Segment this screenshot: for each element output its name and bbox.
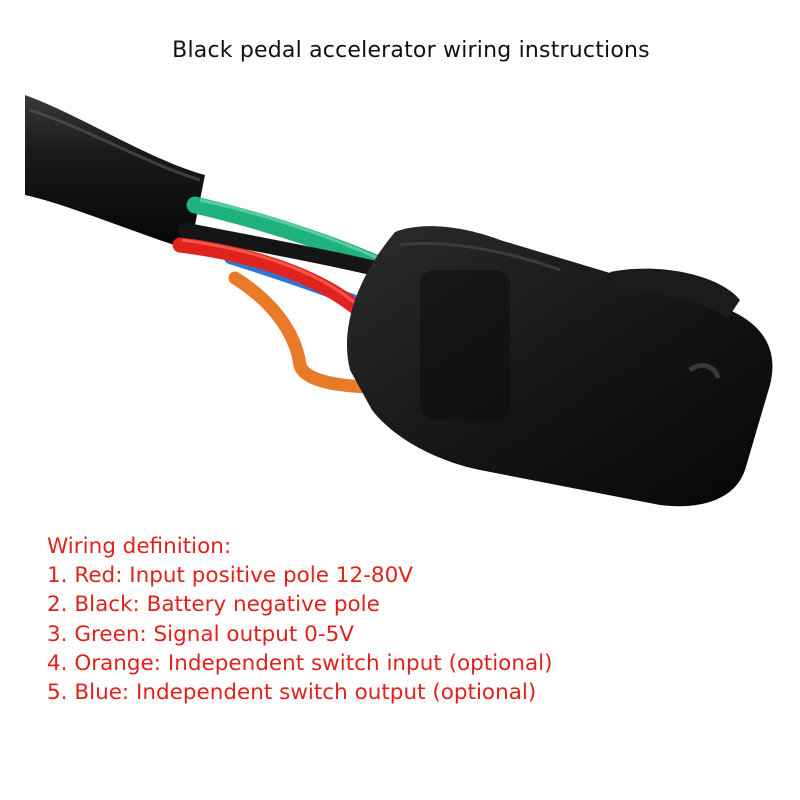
wiring-item-red: 1. Red: Input positive pole 12-80V [47,563,413,589]
wiring-definition: Wiring definition: 1. Red: Input positiv… [47,532,787,707]
page-title: Black pedal accelerator wiring instructi… [172,38,650,63]
wiring-item-green: 3. Green: Signal output 0-5V [47,621,354,647]
wiring-item-blue: 5. Blue: Independent switch output (opti… [47,680,537,706]
cable-sheath [25,95,205,250]
wiring-definition-heading: Wiring definition: [47,534,232,559]
wiring-item-black: 2. Black: Battery negative pole [47,592,380,618]
wiring-item-orange: 4. Orange: Independent switch input (opt… [47,650,553,676]
